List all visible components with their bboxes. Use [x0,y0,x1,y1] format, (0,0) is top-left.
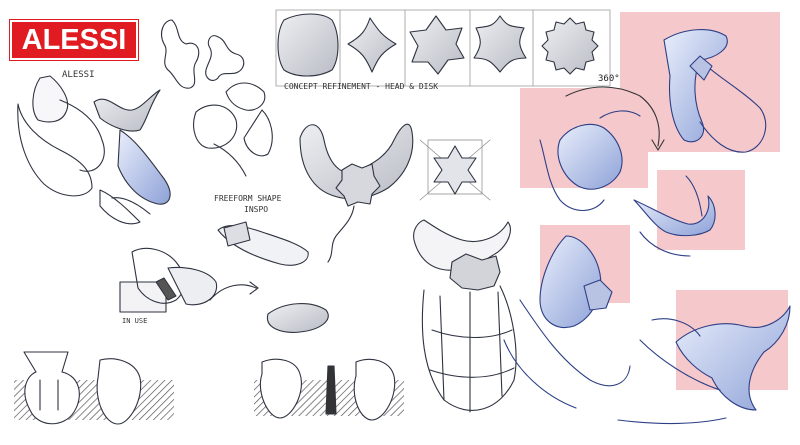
in-use-label: IN USE [122,317,148,325]
freeform-blob-sketches [161,19,266,111]
hand-render-lower [503,235,631,409]
hand-render-rotate [539,86,665,212]
small-brand-label: ALESSI [62,70,95,80]
concept-refinement-label: CONCEPT REFINEMENT - HEAD & DISK [284,82,439,91]
peeler-concept-sketches-left [17,75,273,225]
horn-render-right [633,175,716,257]
rotation-label: 360° [598,74,620,84]
hand-render-top [663,29,767,153]
logo-text: ALESSI [21,23,127,56]
freeform-inspo-label: INSPO [244,205,269,214]
alessi-logo: ALESSI [9,19,139,61]
in-use-sketch [119,247,218,313]
freeform-shape-label: FREEFORM SHAPE [214,194,282,203]
freeform-inspo-sketches [209,221,329,333]
large-grey-head-concept [299,123,414,263]
head-disk-variants [277,13,599,77]
vase-sketch-row-mid [254,358,404,421]
wireframe-head-sketch [413,219,517,413]
vase-sketch-row-left [14,351,174,425]
star-construction-diagram [419,139,491,201]
hand-render-bottom [617,305,791,425]
concept-refinement-frame [275,9,611,87]
